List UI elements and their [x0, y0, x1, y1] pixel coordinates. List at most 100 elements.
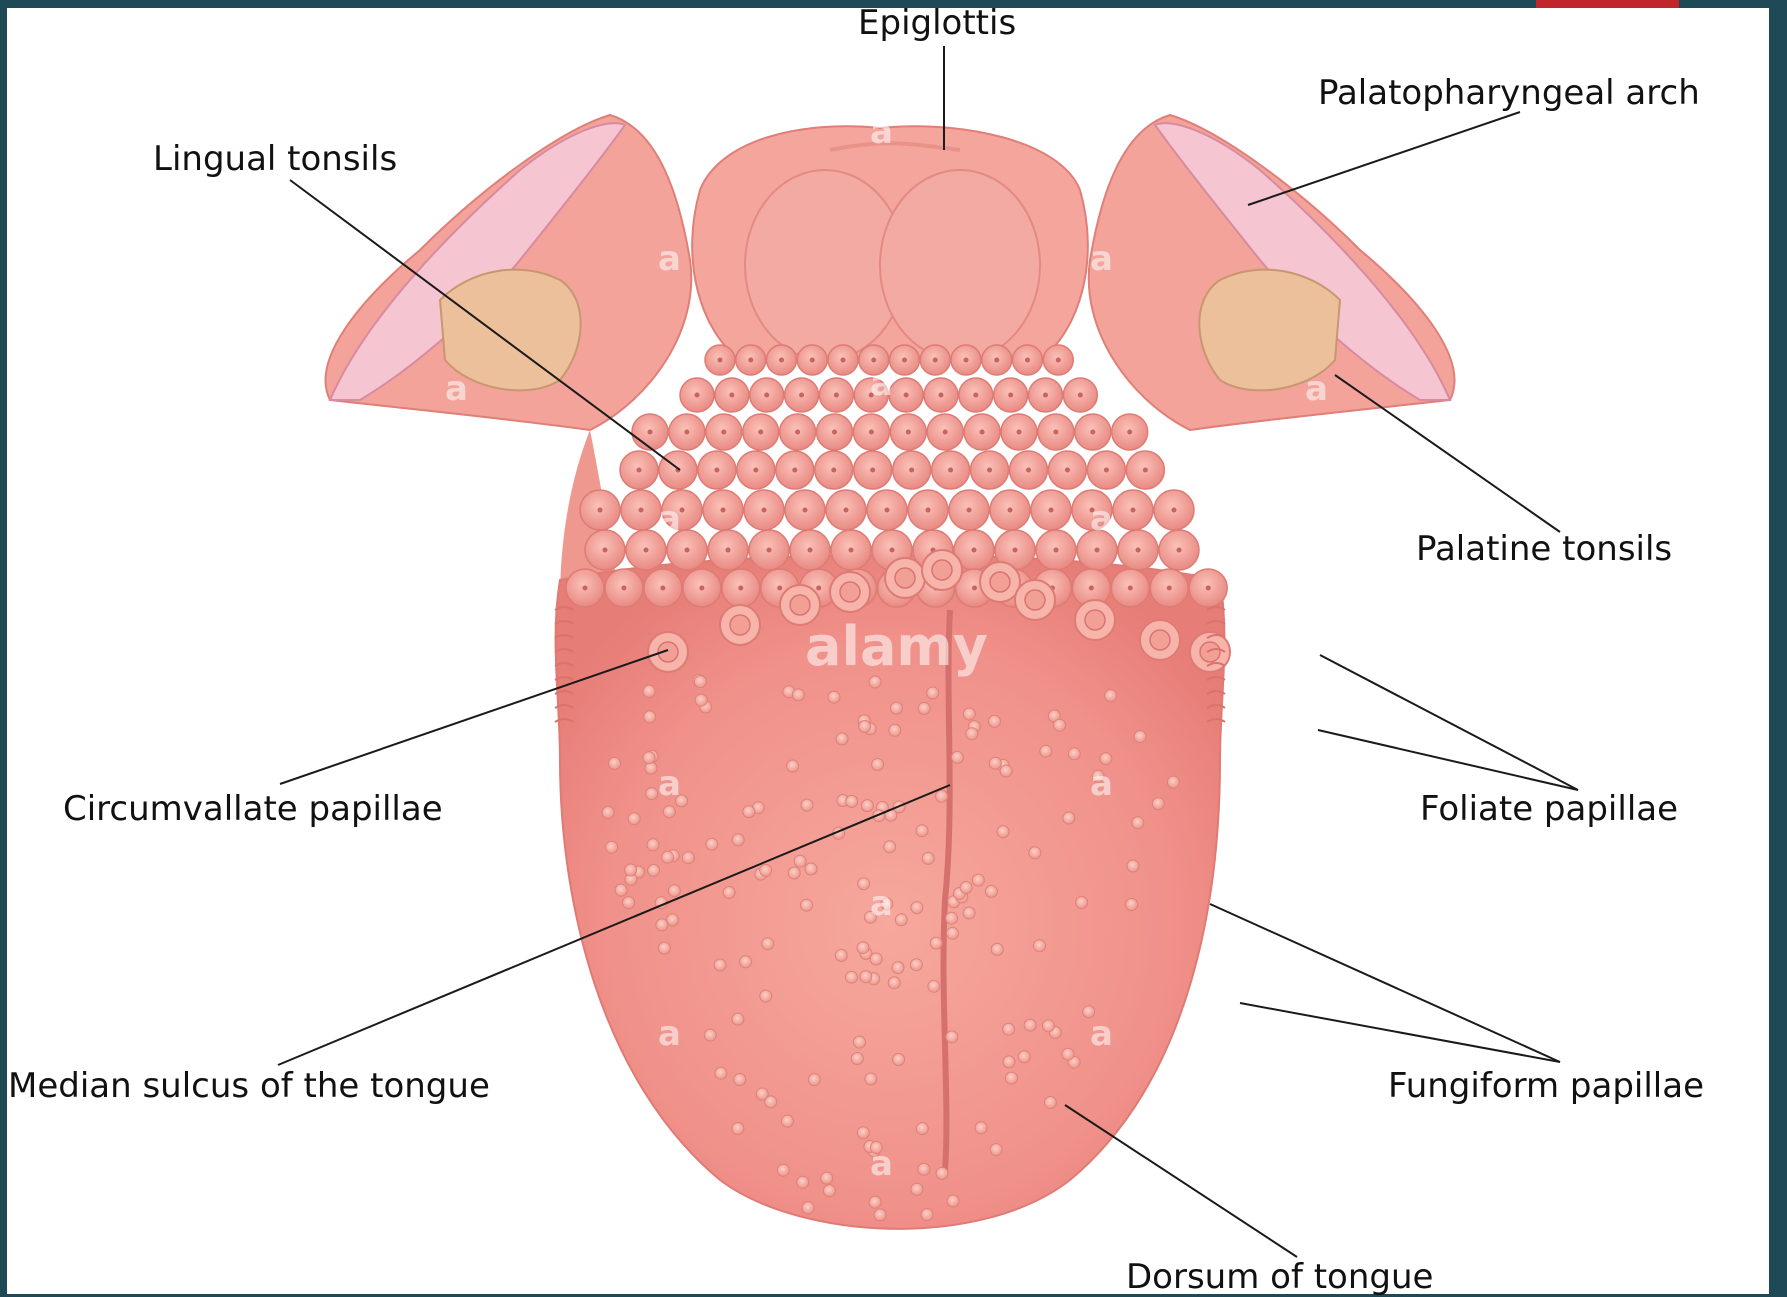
watermark-mark: a: [870, 1144, 893, 1184]
tonsil-crypt: [1017, 430, 1022, 435]
tonsil-crypt: [767, 548, 772, 553]
fungiform-papilla: [1054, 719, 1066, 731]
fungiform-papilla: [927, 687, 939, 699]
fungiform-papilla: [854, 1036, 866, 1048]
watermark-mark: a: [870, 364, 893, 404]
watermark-mark: a: [1305, 369, 1328, 409]
tonsil-crypt: [885, 508, 890, 513]
fungiform-papilla: [1105, 690, 1117, 702]
tonsil-crypt: [699, 586, 704, 591]
fungiform-papilla: [895, 914, 907, 926]
fungiform-papilla: [963, 907, 975, 919]
fungiform-papilla: [1024, 1019, 1036, 1031]
fungiform-papilla: [870, 953, 882, 965]
fungiform-papilla: [706, 838, 718, 850]
fungiform-papilla: [1076, 897, 1088, 909]
tonsil-crypt: [1025, 358, 1030, 363]
tonsil-crypt: [1065, 468, 1070, 473]
tonsil-crypt: [933, 358, 938, 363]
fungiform-papilla: [1127, 860, 1139, 872]
tonsil-crypt: [1095, 548, 1100, 553]
fungiform-papilla: [704, 1029, 716, 1041]
fungiform-papilla: [921, 1209, 933, 1221]
fungiform-papilla: [797, 1176, 809, 1188]
fungiform-papilla: [846, 795, 858, 807]
tonsil-crypt: [1089, 586, 1094, 591]
tonsil-crypt: [603, 548, 608, 553]
tonsil-crypt: [870, 468, 875, 473]
fungiform-papilla: [975, 1122, 987, 1134]
fungiform-papilla: [872, 759, 884, 771]
fungiform-papilla: [647, 839, 659, 851]
tonsil-crypt: [764, 393, 769, 398]
circumvallate-papilla-center: [790, 595, 810, 615]
circumvallate-papilla-center: [1200, 642, 1220, 662]
tonsil-crypt: [726, 548, 731, 553]
circumvallate-papilla-center: [1025, 590, 1045, 610]
tonsil-crypt: [777, 586, 782, 591]
fungiform-papilla: [892, 962, 904, 974]
tonsil-crypt: [808, 548, 813, 553]
label-foliate-papillae: Foliate papillae: [1420, 789, 1678, 829]
tonsil-crypt: [1136, 548, 1141, 553]
tonsil-crypt: [948, 468, 953, 473]
fungiform-papilla: [1000, 765, 1012, 777]
tonsil-crypt: [748, 358, 753, 363]
fungiform-papilla: [858, 878, 870, 890]
watermark-mark: a: [1090, 1014, 1113, 1054]
fungiform-papilla: [623, 897, 635, 909]
tonsil-crypt: [644, 548, 649, 553]
fungiform-papilla: [916, 825, 928, 837]
tonsil-crypt: [729, 393, 734, 398]
leader-foliate-papillae-2: [1318, 730, 1578, 790]
tonsil-crypt: [1172, 508, 1177, 513]
fungiform-papilla: [1132, 817, 1144, 829]
tonsil-crypt: [1131, 508, 1136, 513]
fungiform-papilla: [801, 899, 813, 911]
tonsil-crypt: [738, 586, 743, 591]
fungiform-papilla: [836, 733, 848, 745]
fungiform-papilla: [1003, 1023, 1015, 1035]
fungiform-papilla: [1018, 1051, 1030, 1063]
fungiform-papilla: [646, 788, 658, 800]
watermark-mark: a: [445, 369, 468, 409]
fungiform-papilla: [1062, 1048, 1074, 1060]
tonsil-crypt: [648, 430, 653, 435]
fungiform-papilla: [756, 1088, 768, 1100]
watermark-mark: a: [1305, 884, 1328, 924]
epiglottis-region: [692, 126, 1088, 360]
watermark-mark: a: [1090, 499, 1113, 539]
fungiform-papilla: [989, 757, 1001, 769]
label-dorsum: Dorsum of tongue: [1126, 1257, 1433, 1297]
fungiform-papilla: [823, 1185, 835, 1197]
tonsil-crypt: [964, 358, 969, 363]
tonsil-crypt: [1053, 430, 1058, 435]
fungiform-papilla: [643, 685, 655, 697]
fungiform-papilla: [928, 980, 940, 992]
circumvallate-papilla-center: [990, 572, 1010, 592]
fungiform-papilla: [760, 990, 772, 1002]
fungiform-papilla: [794, 855, 806, 867]
leader-fungiform-papillae-1: [1210, 904, 1560, 1062]
fungiform-papilla: [762, 938, 774, 950]
fungiform-papilla: [615, 884, 627, 896]
fungiform-papilla: [947, 1195, 959, 1207]
fungiform-papilla: [860, 971, 872, 983]
right-wing: [1089, 115, 1455, 430]
tonsil-crypt: [639, 508, 644, 513]
tonsil-crypt: [943, 430, 948, 435]
tonsil-crypt: [718, 358, 723, 363]
fungiform-papilla: [802, 1202, 814, 1214]
label-palatine-tonsils: Palatine tonsils: [1416, 529, 1672, 569]
tonsil-crypt: [660, 586, 665, 591]
fungiform-papilla: [889, 724, 901, 736]
fungiform-papilla: [777, 1164, 789, 1176]
fungiform-papilla: [801, 799, 813, 811]
fungiform-papilla: [760, 864, 772, 876]
fungiform-papilla: [645, 762, 657, 774]
circumvallate-papilla-center: [730, 615, 750, 635]
tonsil-crypt: [902, 358, 907, 363]
fungiform-papilla: [732, 834, 744, 846]
tonsil-crypt: [1054, 548, 1059, 553]
